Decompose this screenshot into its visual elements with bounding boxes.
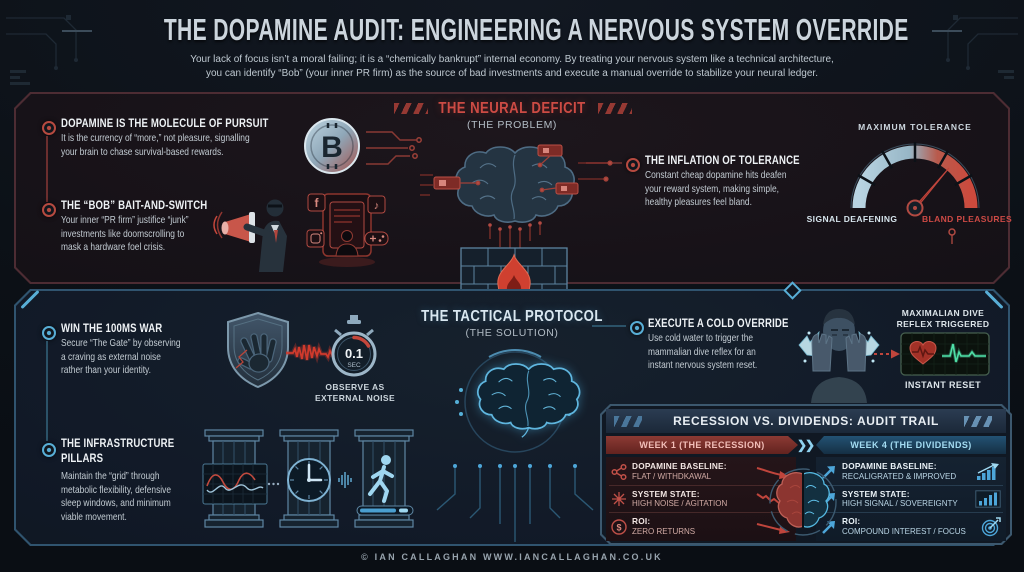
tiktok-icon: ♪ xyxy=(374,200,380,212)
instagram-icon xyxy=(310,233,321,244)
split-brain-icon xyxy=(769,468,837,536)
junk-media-screen-illustration: f ♪ xyxy=(306,193,389,267)
solution-brain-illustration xyxy=(455,349,581,453)
table-stripes-left xyxy=(614,416,642,427)
solution-section-subtitle: (THE SOLUTION) xyxy=(465,327,559,339)
hazard-stripes-left xyxy=(394,103,428,114)
problem-section-subtitle: (THE PROBLEM) xyxy=(466,119,558,131)
item-title-cold-override: EXECUTE A COLD OVERRIDE xyxy=(648,316,789,330)
audit-table-title: RECESSION VS. DIVIDENDS: AUDIT TRAIL xyxy=(673,414,939,428)
problem-section-title: THE NEURAL DEFICIT xyxy=(438,100,586,117)
item-body-dopamine-pursuit: It is the currency of “more,” not pleasu… xyxy=(61,132,250,158)
shield-hand-icon xyxy=(227,311,289,389)
table-stripes-right xyxy=(964,416,992,427)
item-body-bob-bait-switch: Your inner “PR firm” justifice “junk” in… xyxy=(61,214,189,254)
circuit-traces-icon xyxy=(366,131,422,165)
bullet-connector xyxy=(592,325,626,327)
audit-table-title-bar: RECESSION VS. DIVIDENDS: AUDIT TRAIL xyxy=(606,409,1006,433)
table-row: SYSTEM STATE:HIGH SIGNAL / SOVEREIGNTY xyxy=(816,487,1006,512)
item-title-inflation-tolerance: THE INFLATION OF TOLERANCE xyxy=(645,153,800,167)
burst-icon xyxy=(612,492,626,506)
bullet-connector xyxy=(46,341,48,441)
title-tick-right xyxy=(932,30,962,32)
circuit-decoration-top-left xyxy=(6,15,78,85)
pr-man-megaphone-illustration xyxy=(213,199,287,272)
stopwatch-caption: OBSERVE AS EXTERNAL NOISE xyxy=(314,382,396,404)
circuit-decoration-top-right xyxy=(946,15,1018,79)
cold-water-face-illustration xyxy=(798,309,880,403)
bullet-marker xyxy=(626,158,640,172)
bullet-marker xyxy=(630,321,644,335)
footer-credit: © IAN CALLAGHAN WWW.IANCALLAGHAN.CO.UK xyxy=(361,552,663,562)
dollar-icon: $ xyxy=(611,518,627,535)
instant-reset-label: INSTANT RESET xyxy=(904,380,982,390)
item-body-inflation-tolerance: Constant cheap dopamine hits deafen your… xyxy=(645,169,787,209)
page-subtitle: Your lack of focus isn’t a moral failing… xyxy=(190,54,834,80)
page-title: THE DOPAMINE AUDIT: ENGINEERING A NERVOU… xyxy=(163,12,909,47)
problem-brain-illustration xyxy=(420,144,613,249)
bullet-marker xyxy=(42,326,56,340)
infrastructure-pillars-illustration xyxy=(202,429,414,528)
tolerance-gauge xyxy=(850,142,980,217)
item-title-100ms-war: WIN THE 100MS WAR xyxy=(61,321,163,335)
growth-bars-icon xyxy=(977,462,999,480)
gauge-top-label: MAXIMUM TOLERANCE xyxy=(858,122,972,132)
item-title-dopamine-pursuit: DOPAMINE IS THE MOLECULE OF PURSUIT xyxy=(61,116,269,130)
circuit-fan-decoration xyxy=(436,464,594,542)
solution-section-title: THE TACTICAL PROTOCOL xyxy=(421,308,603,325)
chevron-right-icon: ❯ xyxy=(805,438,816,452)
target-focus-icon xyxy=(981,516,1001,536)
item-body-100ms-war: Secure “The Gate” by observing a craving… xyxy=(61,337,181,377)
svg-text:$: $ xyxy=(616,522,621,532)
share-nodes-icon xyxy=(611,463,627,480)
item-body-infrastructure-pillars: Maintain the “grid” through metabolic fl… xyxy=(61,470,172,523)
bullet-marker xyxy=(42,121,56,135)
bullet-marker xyxy=(42,443,56,457)
title-tick-left xyxy=(62,30,92,32)
bullet-connector xyxy=(46,136,48,202)
walking-person-icon xyxy=(368,455,394,503)
stopwatch-value: 0.1 xyxy=(345,346,363,361)
bar-chart-box-icon xyxy=(975,490,1001,508)
item-body-cold-override: Use cold water to trigger the mammalian … xyxy=(648,332,758,372)
item-title-bob-bait-switch: THE “BOB” BAIT-AND-SWITCH xyxy=(61,198,208,212)
bitcoin-icon: B xyxy=(304,118,360,174)
table-row: ROI:COMPOUND INTEREST / FOCUS xyxy=(816,514,1006,539)
item-title-infrastructure-pillars: THE INFRASTRUCTURE PILLARS xyxy=(61,436,175,465)
chevron-right-icon: ❯ xyxy=(797,438,808,452)
hazard-stripes-right xyxy=(598,103,632,114)
week4-column: DOPAMINE BASELINE:RECALIGRATED & IMPROVE… xyxy=(816,457,1006,541)
stopwatch-icon: 0.1 SEC xyxy=(331,315,377,377)
stopwatch-unit: SEC xyxy=(347,362,361,369)
table-row: DOPAMINE BASELINE:RECALIGRATED & IMPROVE… xyxy=(816,459,1006,484)
week1-column: DOPAMINE BASELINE:FLAT / WITHDKAWAL SYST… xyxy=(606,457,796,541)
gauge-left-label: SIGNAL DEAFENING xyxy=(806,214,898,224)
gamepad-icon xyxy=(364,231,389,246)
heart-ekg-monitor-icon xyxy=(900,332,990,376)
gauge-right-label: BLAND PLEASURES xyxy=(921,214,1013,224)
svg-text:B: B xyxy=(321,131,343,164)
gauge-pin-decoration xyxy=(948,228,956,244)
facebook-icon: f xyxy=(315,196,320,210)
dive-reflex-status-label: MAXIMALIAN DIVE REFLEX TRIGGERED xyxy=(896,308,990,330)
dashed-arrow-icon xyxy=(874,349,900,359)
column-header-week1: WEEK 1 (THE RECESSION) xyxy=(606,436,798,454)
column-header-week4: WEEK 4 (THE DIVIDENDS) xyxy=(816,436,1006,454)
craving-waveform-icon xyxy=(286,342,341,364)
bullet-marker xyxy=(42,203,56,217)
